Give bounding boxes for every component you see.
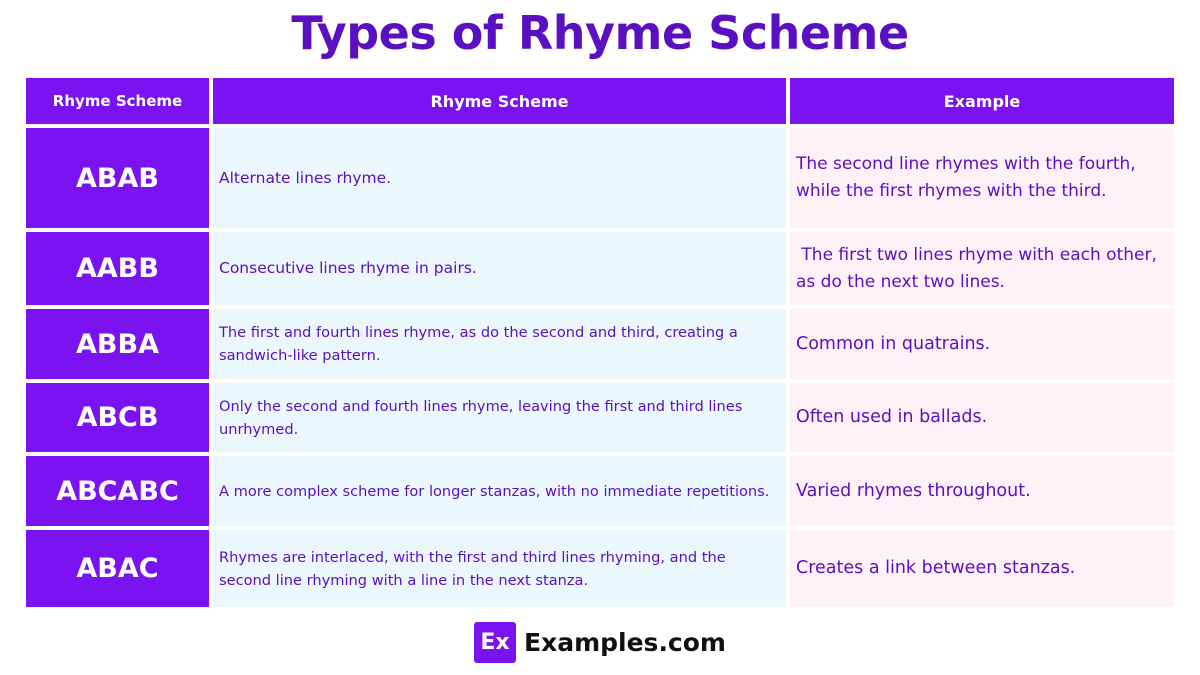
header-example: Example [790,78,1174,124]
description-cell: The first and fourth lines rhyme, as do … [213,309,786,379]
header-description: Rhyme Scheme [213,78,786,124]
scheme-cell: ABAC [26,530,209,607]
scheme-cell: ABBA [26,309,209,379]
example-cell: The first two lines rhyme with each othe… [790,232,1174,305]
description-cell: Consecutive lines rhyme in pairs. [213,232,786,305]
scheme-cell: ABAB [26,128,209,228]
header-rhyme-scheme: Rhyme Scheme [26,78,209,124]
brand-name: Examples.com [524,628,726,657]
description-cell: Only the second and fourth lines rhyme, … [213,383,786,452]
description-cell: Rhymes are interlaced, with the first an… [213,530,786,607]
rhyme-scheme-table: Rhyme Scheme Rhyme Scheme Example ABAB A… [26,78,1174,607]
example-cell: Common in quatrains. [790,309,1174,379]
example-cell: Varied rhymes throughout. [790,456,1174,526]
scheme-cell: ABCB [26,383,209,452]
example-cell: Creates a link between stanzas. [790,530,1174,607]
description-cell: Alternate lines rhyme. [213,128,786,228]
example-cell: The second line rhymes with the fourth, … [790,128,1174,228]
examples-logo-icon: Ex [474,622,517,663]
scheme-cell: ABCABC [26,456,209,526]
footer-brand: Ex Examples.com [0,622,1200,663]
description-cell: A more complex scheme for longer stanzas… [213,456,786,526]
example-cell: Often used in ballads. [790,383,1174,452]
page-title: Types of Rhyme Scheme [291,6,909,60]
scheme-cell: AABB [26,232,209,305]
